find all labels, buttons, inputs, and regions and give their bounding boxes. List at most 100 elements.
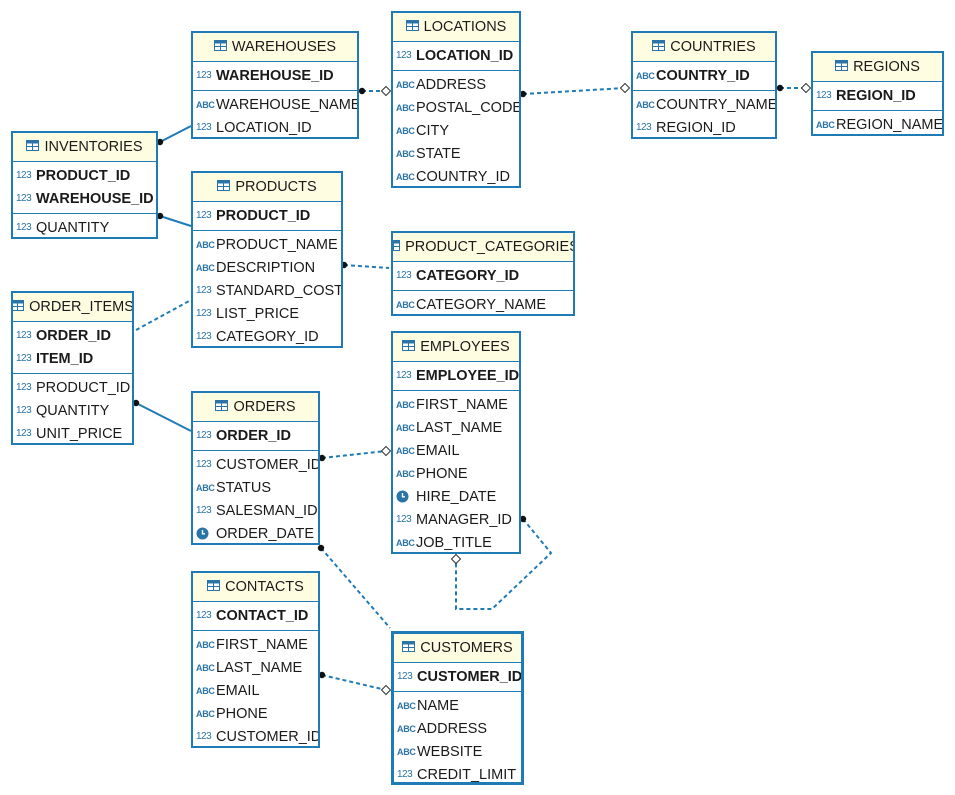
relationship-orders-employees[interactable] <box>318 445 392 462</box>
entity-header[interactable]: CONTACTS <box>193 573 318 602</box>
relationship-warehouses-locations[interactable] <box>358 85 392 97</box>
relationship-inventories-products[interactable] <box>156 212 192 227</box>
entity-header[interactable]: LOCATIONS <box>393 13 519 42</box>
relationship-order_items-orders[interactable] <box>132 399 192 432</box>
entity-header[interactable]: WAREHOUSES <box>193 33 357 62</box>
relationship-inventories-warehouses[interactable] <box>156 125 192 146</box>
relationship-orders-customers[interactable] <box>317 544 391 629</box>
column[interactable]: HIRE_DATE <box>393 485 519 508</box>
entity-header[interactable]: EMPLOYEES <box>393 333 519 362</box>
relationship-products-product_categories[interactable] <box>340 261 390 269</box>
many-end-dot <box>776 84 784 92</box>
entity-header[interactable]: COUNTRIES <box>633 33 775 62</box>
entity-header[interactable]: INVENTORIES <box>13 133 156 162</box>
entity-header[interactable]: PRODUCTS <box>193 173 341 202</box>
column-name: LIST_PRICE <box>216 305 299 322</box>
numeric-type-icon: 123 <box>196 610 212 621</box>
entity-title: ORDERS <box>233 399 296 415</box>
relationship-contacts-customers[interactable] <box>318 671 392 696</box>
entity-header[interactable]: REGIONS <box>813 53 942 82</box>
relationship-countries-regions[interactable] <box>776 82 812 94</box>
numeric-type-icon: 123 <box>396 514 412 525</box>
relationship-locations-countries[interactable] <box>519 82 631 98</box>
table-icon <box>13 299 29 315</box>
entity-header[interactable]: CUSTOMERS <box>394 634 521 663</box>
table-icon <box>652 39 670 55</box>
entity-header[interactable]: ORDER_ITEMS <box>13 293 132 322</box>
relationship-order_items-products[interactable] <box>135 299 192 331</box>
entity-header[interactable]: ORDERS <box>193 393 318 422</box>
column-name: CITY <box>416 122 450 139</box>
entity-header[interactable]: PRODUCT_CATEGORIES <box>393 233 573 262</box>
column[interactable]: ORDER_DATE <box>193 522 318 543</box>
